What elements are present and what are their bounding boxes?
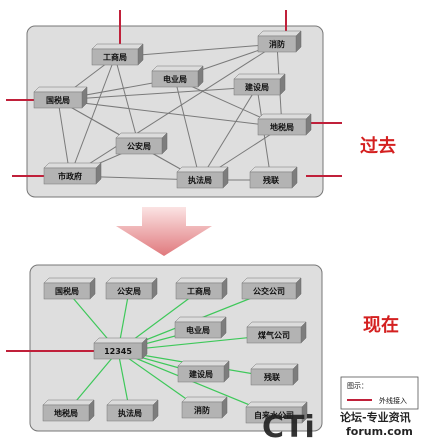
past-label: 过去 xyxy=(360,135,396,157)
past-node-dishui: 地税局 xyxy=(257,113,312,136)
past-node-xiaofang: 消防 xyxy=(257,30,302,53)
past-link xyxy=(114,56,140,147)
past-node-jianshe-label: 建设局 xyxy=(244,82,269,92)
present-hub-12345-label: 12345 xyxy=(104,347,132,356)
present-node-xiaofang-label: 消防 xyxy=(194,405,210,415)
present-label: 现在 xyxy=(363,314,399,336)
past-node-guoshui-label: 国税局 xyxy=(46,95,70,105)
present-node-meiqi: 煤气公司 xyxy=(246,321,307,344)
present-node-canlian: 残联 xyxy=(250,363,299,386)
past-panel xyxy=(26,25,324,198)
present-node-dishui-label: 地税局 xyxy=(54,408,78,418)
present-node-jianshe: 建设局 xyxy=(177,360,230,383)
past-link xyxy=(57,99,283,128)
present-hub-12345: 12345 xyxy=(93,337,148,360)
present-node-gongshang: 工商局 xyxy=(175,277,228,300)
past-node-gongshang: 工商局 xyxy=(91,43,144,66)
legend-title: 图示： xyxy=(347,382,368,390)
hub-link xyxy=(117,350,275,416)
past-node-gongan-label: 公安局 xyxy=(127,141,151,151)
watermark-line2: forum.com xyxy=(346,425,413,438)
past-node-dianye: 电业局 xyxy=(151,65,204,88)
present-node-zhifa-label: 执法局 xyxy=(118,408,142,418)
present-node-meiqi-label: 煤气公司 xyxy=(258,330,290,340)
present-node-gongan: 公安局 xyxy=(105,277,158,300)
legend: 图示： 外线接入 xyxy=(340,376,419,410)
present-node-gongjiao-label: 公交公司 xyxy=(253,286,285,296)
past-link xyxy=(174,78,201,181)
past-link xyxy=(199,86,258,181)
present-node-xiaofang: 消防 xyxy=(181,396,228,419)
past-node-dishui-label: 地税局 xyxy=(270,122,294,132)
past-node-xiaofang-label: 消防 xyxy=(269,39,285,49)
past-link xyxy=(57,86,258,101)
watermark-line1: 论坛-专业资讯 xyxy=(340,410,411,424)
present-node-jianshe-label: 建设局 xyxy=(188,369,213,379)
present-node-dianye-label: 电业局 xyxy=(186,325,210,335)
transition-arrow xyxy=(116,207,212,256)
present-node-zilaishui-label: 自来水公司 xyxy=(254,410,294,420)
node-boxes: 工商局消防电业局建设局国税局地税局公安局市政府执法局残联国税局公安局工商局公交公… xyxy=(33,30,312,424)
watermark: CTi 论坛-专业资讯 forum.com xyxy=(262,410,413,443)
present-panel xyxy=(29,264,323,432)
present-node-canlian-label: 残联 xyxy=(264,372,280,382)
present-node-gongan-label: 公安局 xyxy=(117,286,141,296)
past-node-shizhengfu: 市政府 xyxy=(43,162,102,185)
past-node-gongan: 公安局 xyxy=(115,132,168,155)
past-node-canlian-label: 残联 xyxy=(263,175,279,185)
present-node-guoshui: 国税局 xyxy=(43,277,96,300)
external-lines xyxy=(6,10,342,352)
legend-item-label: 外线接入 xyxy=(379,396,407,405)
present-node-dishui: 地税局 xyxy=(42,399,95,422)
watermark-logo: CTi xyxy=(262,410,315,443)
past-node-gongshang-label: 工商局 xyxy=(103,52,127,62)
past-link xyxy=(69,43,278,177)
past-node-dianye-label: 电业局 xyxy=(163,74,187,84)
past-node-zhifa: 执法局 xyxy=(176,166,229,189)
present-node-dianye: 电业局 xyxy=(174,316,227,339)
present-node-gongshang-label: 工商局 xyxy=(187,286,211,296)
past-link xyxy=(69,56,116,177)
past-node-shizhengfu-label: 市政府 xyxy=(58,171,82,181)
present-node-zhifa: 执法局 xyxy=(106,399,159,422)
present-node-guoshui-label: 国税局 xyxy=(55,286,79,296)
past-node-canlian: 残联 xyxy=(249,166,298,189)
past-node-zhifa-label: 执法局 xyxy=(188,175,212,185)
past-node-jianshe: 建设局 xyxy=(233,73,286,96)
past-node-guoshui: 国税局 xyxy=(33,86,88,109)
legend-box xyxy=(340,376,419,410)
present-node-gongjiao: 公交公司 xyxy=(241,277,302,300)
present-node-zilaishui: 自来水公司 xyxy=(245,401,308,424)
